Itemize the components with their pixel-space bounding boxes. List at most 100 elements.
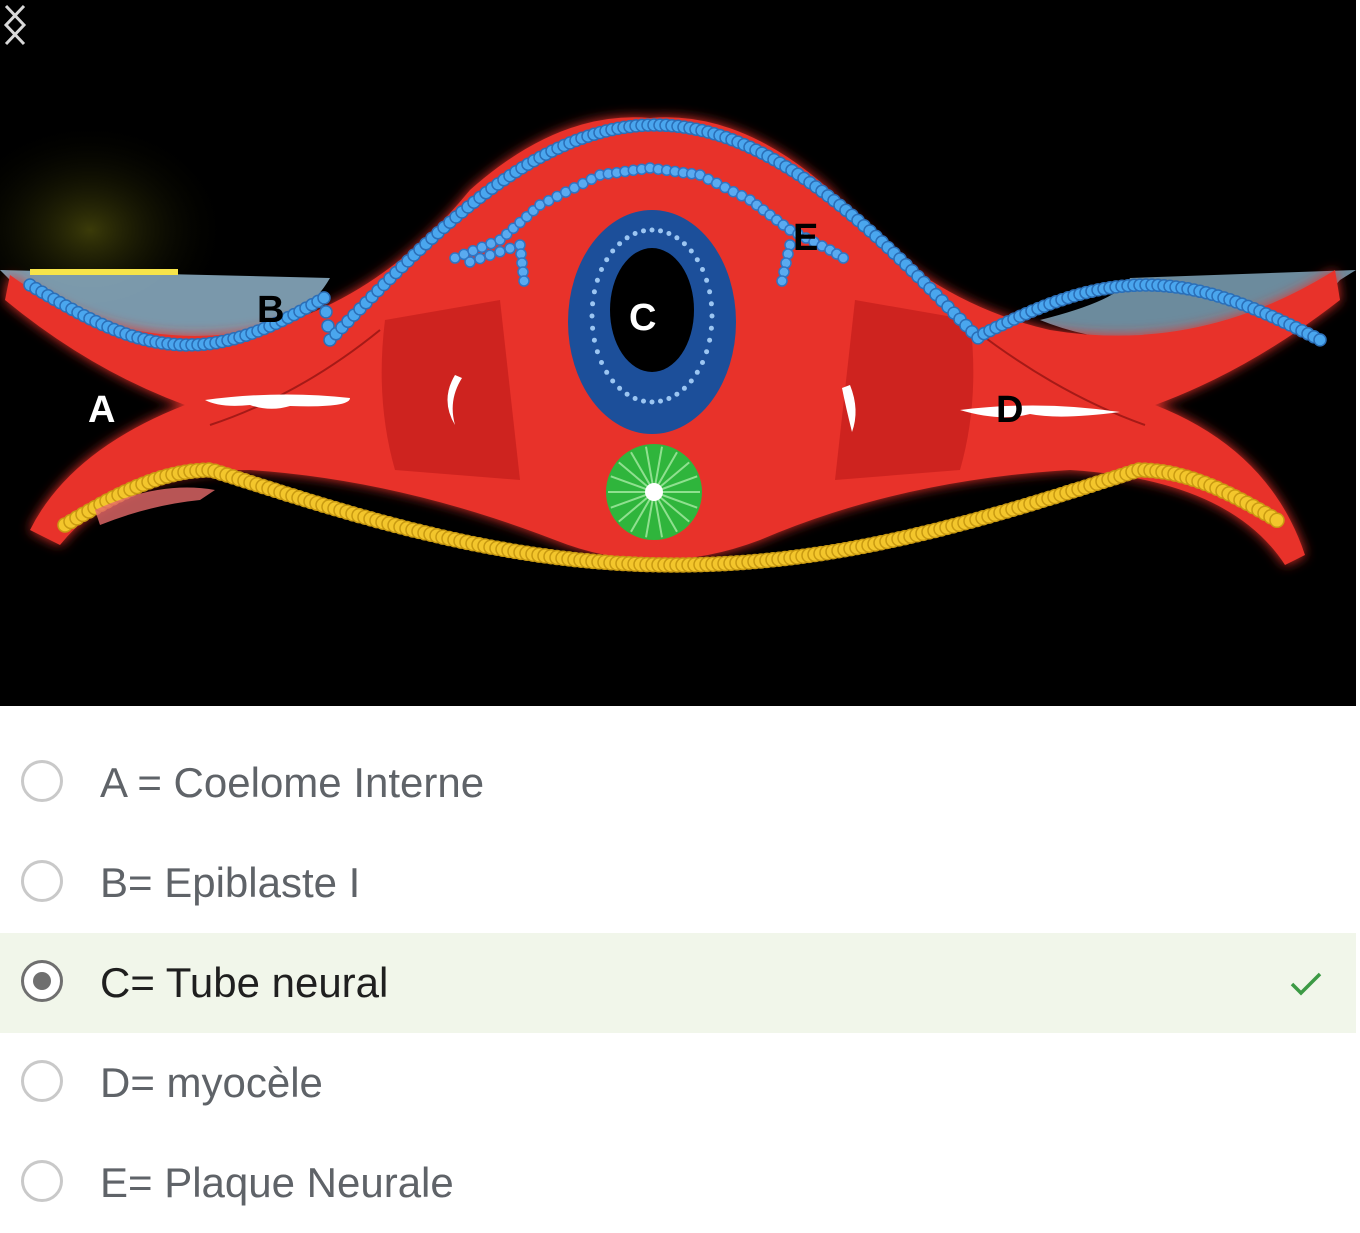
neural-crest-cell <box>484 249 496 261</box>
neural-tube-cell <box>599 267 604 272</box>
neural-tube-cell <box>591 337 597 343</box>
slit-right-small <box>842 385 856 432</box>
radio-button-b[interactable] <box>21 860 63 902</box>
neural-tube-cell <box>590 301 596 307</box>
neural-tube-cell <box>604 257 610 263</box>
neural-crest-cell <box>776 275 788 287</box>
neural-tube-cell <box>624 391 630 397</box>
neural-tube-cell <box>649 227 655 233</box>
figure-label-c: C <box>629 297 657 339</box>
radio-button-a[interactable] <box>21 760 63 802</box>
amniotic-cavity-right <box>1040 270 1356 345</box>
neural-tube-cell <box>610 378 616 384</box>
neural-tube-cell <box>624 235 630 241</box>
neural-crest-cell <box>837 252 850 264</box>
option-d[interactable]: D= myocèle <box>0 1033 1356 1133</box>
neural-crest-cell <box>464 256 476 268</box>
neural-tube-cell <box>641 228 646 234</box>
option-c[interactable]: C= Tube neural <box>0 933 1356 1033</box>
embryo-cross-section-figure: A B C D E <box>0 0 1356 706</box>
neural-tube-cell <box>694 257 700 263</box>
neural-tube-cell <box>589 313 595 319</box>
neural-tube-cell <box>700 267 705 272</box>
amniotic-cavity-left <box>0 270 330 346</box>
figure-label-d: D <box>996 389 1024 431</box>
embryo-diagram <box>0 117 1356 573</box>
figure-label-e: E <box>793 217 819 259</box>
neural-tube-cell <box>681 241 687 247</box>
neural-tube-cell <box>688 378 694 384</box>
epiblast-cell-layer <box>23 118 1327 352</box>
neural-tube-cell <box>707 289 713 295</box>
endoderm-cell-layer <box>57 462 1285 573</box>
neural-tube-cells <box>589 227 715 405</box>
neural-tube-cell <box>658 398 663 404</box>
radio-button-d[interactable] <box>21 1060 63 1102</box>
neural-tube-cell <box>674 235 680 241</box>
neural-tube-cell <box>610 248 616 254</box>
neural-tube-cell <box>594 277 600 283</box>
option-label-d: D= myocèle <box>100 1059 323 1106</box>
epiblast-cell <box>319 305 333 319</box>
neural-tube-cell <box>617 241 623 247</box>
neural-tube-cell <box>632 231 638 236</box>
epiblast-cell <box>321 319 335 333</box>
epiblast-cell <box>1313 333 1327 347</box>
neural-tube-cell <box>617 385 623 391</box>
neural-crest-cell <box>504 242 516 255</box>
neural-tube-cell <box>604 369 610 375</box>
option-a[interactable]: A = Coelome Interne <box>0 733 1356 833</box>
somite-right <box>835 300 974 480</box>
neural-tube-cell <box>709 313 715 319</box>
neural-tube-cell <box>658 228 663 234</box>
neural-crest-cell <box>474 252 486 265</box>
neural-tube-cell <box>708 301 714 307</box>
neural-tube-cell <box>666 396 672 401</box>
option-label-a: A = Coelome Interne <box>100 759 485 806</box>
neural-tube-cell <box>594 349 600 355</box>
neural-tube-cell <box>632 396 638 401</box>
neural-tube-lumen <box>610 248 694 372</box>
neural-crest-cell <box>518 275 530 287</box>
slit-right <box>960 405 1120 418</box>
neural-tube-cell <box>694 369 700 375</box>
check-icon <box>1290 972 1322 996</box>
neural-crest-cell <box>494 246 506 258</box>
neural-tube-cell <box>591 289 597 295</box>
neural-tube-cell <box>649 399 655 405</box>
neural-tube-cell <box>707 337 713 343</box>
radio-selected-dot <box>33 972 51 990</box>
chevron-right-icon[interactable] <box>0 0 30 50</box>
neural-tube-cell <box>704 349 710 355</box>
neural-tube-cell <box>666 231 672 236</box>
notochord-center <box>645 483 663 501</box>
option-label-b: B= Epiblaste I <box>100 859 361 906</box>
neural-tube-cell <box>704 277 710 283</box>
neural-tube-cell <box>674 391 680 397</box>
lower-left-flap <box>95 487 215 525</box>
option-label-e: E= Plaque Neurale <box>100 1159 454 1206</box>
radio-button-c[interactable] <box>21 960 63 1002</box>
neural-tube-cell <box>641 398 646 404</box>
slit-left <box>205 394 350 409</box>
figure-label-b: B <box>257 289 285 331</box>
neural-tube-cell <box>681 385 687 391</box>
neural-tube-cell <box>590 325 596 331</box>
slit-left-small <box>447 375 462 425</box>
neural-tube-cell <box>688 248 694 254</box>
chevron-left-icon[interactable] <box>0 0 30 50</box>
neural-tube-cell <box>700 360 705 365</box>
somite-right-outline <box>974 329 1146 426</box>
endoderm-cell <box>1269 512 1285 529</box>
option-e[interactable]: E= Plaque Neurale <box>0 1133 1356 1233</box>
option-label-c: C= Tube neural <box>100 959 389 1006</box>
radio-button-e[interactable] <box>21 1160 63 1202</box>
figure-label-a: A <box>88 389 116 431</box>
epiblast-cell <box>317 291 331 305</box>
option-b[interactable]: B= Epiblaste I <box>0 833 1356 933</box>
somite-left-outline <box>209 329 381 426</box>
neural-crest-cells <box>449 162 850 287</box>
neural-tube-cell <box>708 325 714 331</box>
answer-options: A = Coelome Interne B= Epiblaste I C= Tu… <box>0 733 1356 1233</box>
neural-tube-cell <box>599 360 604 365</box>
